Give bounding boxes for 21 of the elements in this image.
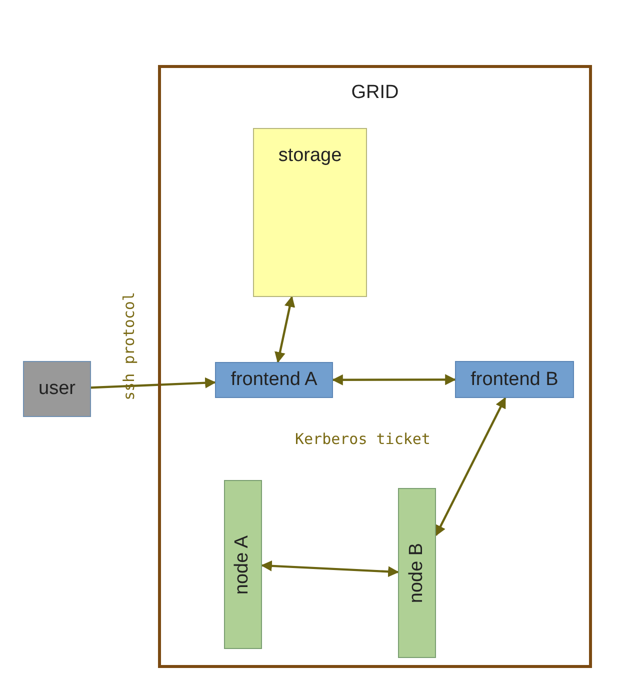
- arrow: [260, 560, 400, 578]
- grid-title: GRID: [351, 82, 399, 104]
- grid-frame: [158, 65, 592, 668]
- frontend-box: [215, 362, 333, 398]
- node-box: [224, 480, 262, 649]
- connection-note: Kerberos ticket: [295, 430, 430, 448]
- box-label: storage: [278, 145, 342, 167]
- box-label: node A: [232, 534, 254, 594]
- user-box: [23, 361, 91, 417]
- box-label: frontend A: [230, 369, 318, 391]
- box-label: node B: [406, 542, 428, 604]
- arrow: [435, 397, 506, 536]
- box-label: frontend B: [470, 368, 558, 390]
- node-box: [398, 488, 436, 658]
- frontend-box: [455, 361, 574, 398]
- connection-note: ssh protocol: [120, 292, 138, 400]
- arrow: [332, 374, 456, 386]
- box-label: user: [38, 378, 76, 400]
- arrow: [274, 296, 296, 364]
- arrow: [90, 377, 216, 389]
- storage-box: [253, 128, 367, 297]
